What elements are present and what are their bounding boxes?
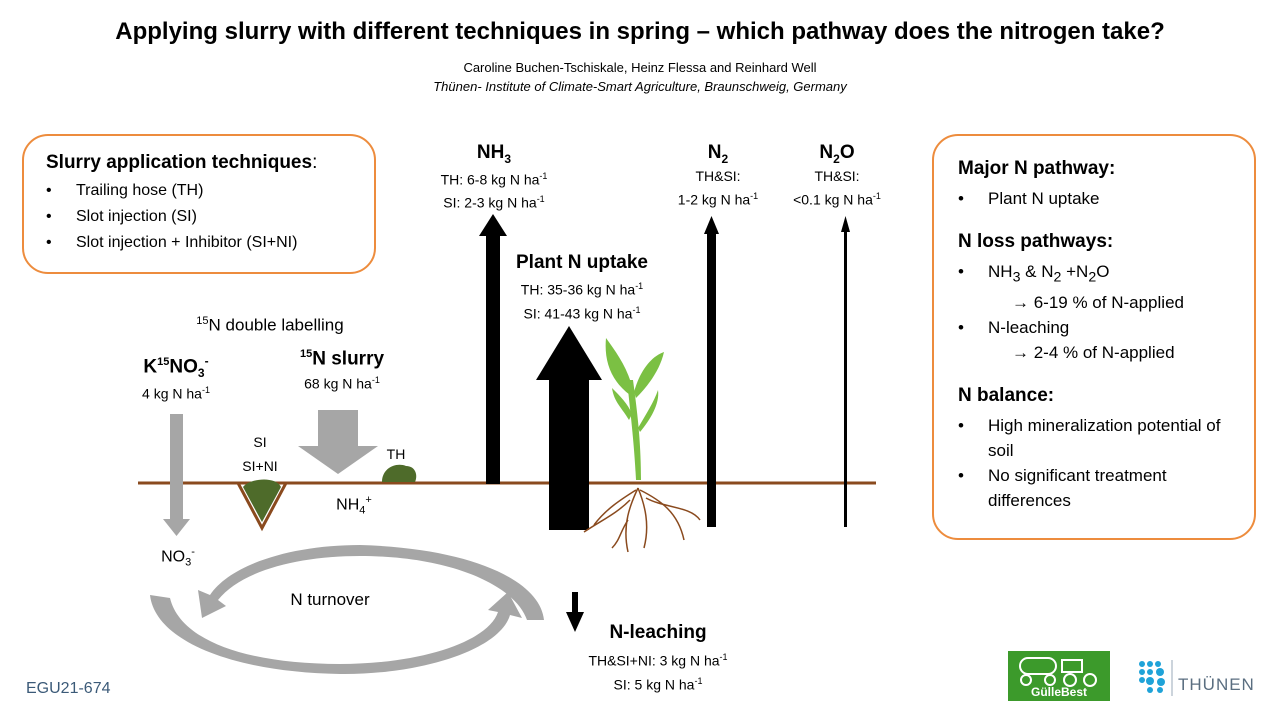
loss-item-gaseous: NH3 & N2 +N2O: [958, 259, 1234, 290]
guellebest-logo-icon: [1008, 651, 1110, 701]
loss-item-leaching-detail: → 2-4 % of N-applied: [1012, 343, 1175, 363]
leaching-arrow-shaft: [572, 592, 578, 612]
n2-arrow-head: [704, 216, 719, 234]
loss-item-leaching: N-leaching: [958, 315, 1234, 340]
labelling-heading: 15N double labelling: [196, 315, 344, 335]
plant-roots-icon: [583, 487, 701, 553]
nh3-arrow-head: [479, 214, 507, 236]
affiliation: Thünen- Institute of Climate-Smart Agric…: [433, 79, 847, 94]
balance-heading: N balance:: [958, 385, 1055, 407]
thuenen-logo-text: THÜNEN: [1178, 675, 1255, 694]
leaching-arrow-head: [566, 612, 584, 632]
n2o-arrow-shaft: [844, 230, 847, 527]
slurry-arrow-head: [298, 446, 378, 474]
balance-item: High mineralization potential of soil: [958, 413, 1234, 463]
plant-uptake-label: Plant N uptake TH: 35-36 kg N ha-1 SI: 4…: [516, 252, 648, 322]
turnover-arrow-upper: [198, 545, 544, 620]
loss-heading: N loss pathways:: [958, 231, 1114, 252]
nh3-arrow-shaft: [486, 234, 500, 484]
turnover-arrow-lower: [150, 592, 522, 675]
n2o-label: N2O TH&SI: <0.1 kg N ha-1: [793, 142, 881, 208]
plant-uptake-arrow-head: [536, 326, 602, 380]
guellebest-logo: GülleBest: [1030, 685, 1087, 699]
n-turnover-cycle: [150, 545, 544, 675]
si-label: SI: [253, 434, 267, 450]
n2-arrow-shaft: [707, 232, 716, 527]
kno3-arrow-head: [163, 519, 190, 536]
plant-uptake-arrow-shaft: [549, 378, 589, 530]
th-label: TH: [386, 446, 406, 462]
loss-item-gaseous-detail: → 6-19 % of N-applied: [1012, 293, 1184, 313]
technique-item: Trailing hose (TH): [46, 178, 354, 204]
major-heading: Major N pathway:: [958, 158, 1116, 179]
injected-slurry: [243, 479, 281, 522]
poster-title: Applying slurry with different technique…: [115, 18, 1165, 45]
technique-item: Slot injection (SI): [46, 204, 354, 230]
n2-label: N2 TH&SI: 1-2 kg N ha-1: [677, 142, 759, 208]
authors: Caroline Buchen-Tschiskale, Heinz Flessa…: [463, 60, 817, 75]
plant-icon: [605, 338, 664, 480]
summary-box: Major N pathway: Plant N uptake N loss p…: [932, 134, 1256, 540]
thuenen-logo-icon: [1139, 660, 1173, 696]
slot-trench: [236, 482, 288, 532]
major-item: Plant N uptake: [958, 186, 1234, 211]
kno3-arrow-shaft: [170, 414, 183, 519]
slurry-arrow-shaft: [318, 410, 358, 446]
nh4-label: NH4+: [336, 494, 372, 517]
trailing-hose-slurry: [382, 464, 417, 482]
si-ni-label: SI+NI: [242, 458, 278, 474]
technique-item: Slot injection + Inhibitor (SI+NI): [46, 230, 354, 256]
kno3-label: K15NO3- 4 kg N ha-1: [142, 354, 210, 402]
techniques-box: Slurry application techniques: Trailing …: [22, 134, 376, 274]
balance-item: No significant treatment differences: [958, 463, 1234, 513]
leaching-label: N-leaching TH&SI+NI: 3 kg N ha-1 SI: 5 k…: [588, 622, 728, 693]
nh3-label: NH3 TH: 6-8 kg N ha-1 SI: 2-3 kg N ha-1: [440, 142, 548, 212]
n15-slurry-label: 15N slurry 68 kg N ha-1: [299, 348, 385, 392]
techniques-heading: Slurry application techniques:: [46, 152, 318, 173]
n2o-arrow-head: [841, 216, 850, 232]
abstract-code: EGU21-674: [26, 680, 111, 697]
no3-label: NO3-: [161, 546, 195, 569]
n-turnover-label: N turnover: [290, 590, 370, 609]
